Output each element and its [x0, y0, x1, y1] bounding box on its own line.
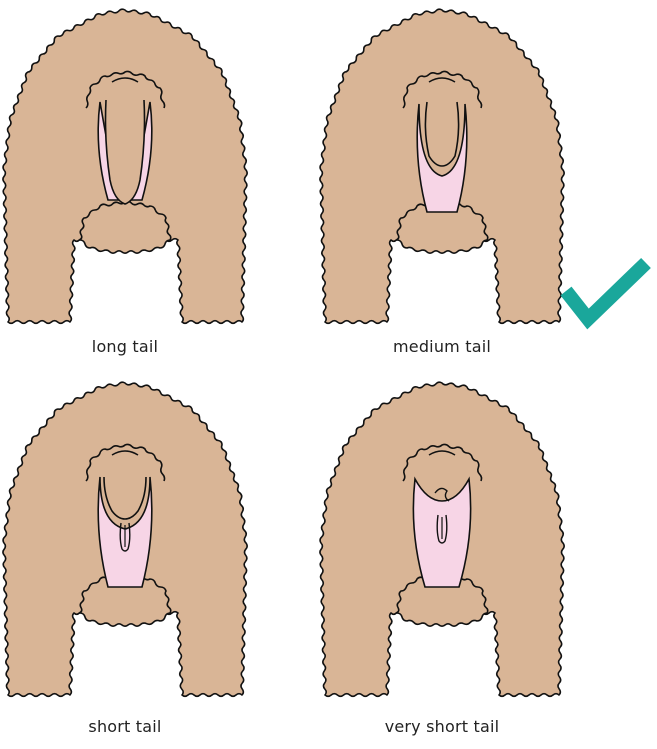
panel-label: long tail [0, 337, 250, 356]
sheep-rear-short-tail [0, 373, 250, 703]
panel-label: short tail [0, 717, 250, 736]
panel-long-tail: long tail [0, 0, 250, 280]
panel-very-short-tail: very short tail [317, 373, 567, 653]
sheep-rear-long-tail [0, 0, 250, 330]
sheep-rear-very-short-tail [317, 373, 567, 703]
sheep-rear-medium-tail [317, 0, 567, 330]
panel-label: medium tail [317, 337, 567, 356]
tail-medium [425, 102, 458, 166]
checkmark-icon [556, 253, 656, 333]
panel-medium-tail: medium tail [317, 0, 567, 280]
panel-short-tail: short tail [0, 373, 250, 653]
panel-label: very short tail [317, 717, 567, 736]
tail [425, 102, 458, 166]
